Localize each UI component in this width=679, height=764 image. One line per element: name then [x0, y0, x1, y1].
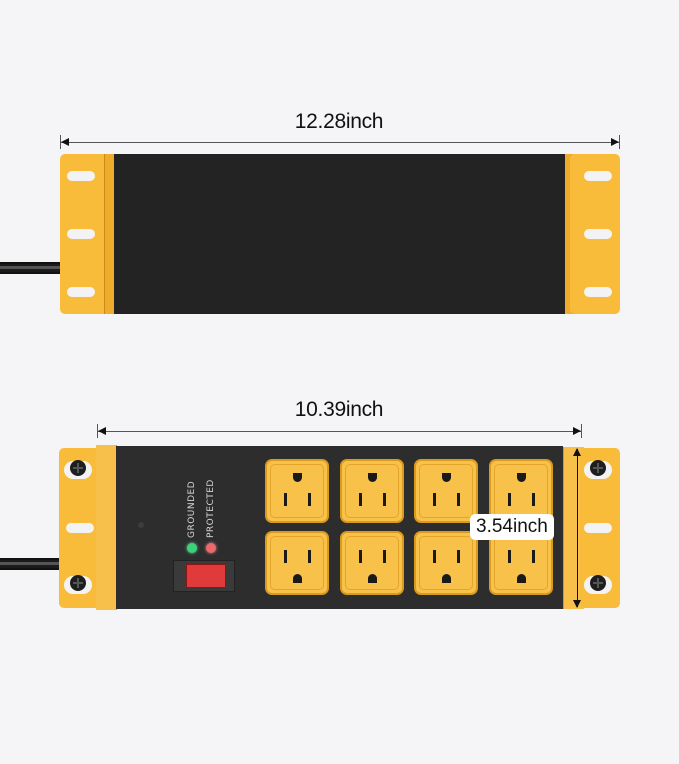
arrow-up-icon	[573, 448, 581, 456]
grounded-led-icon	[187, 543, 197, 553]
mounting-bracket-right	[580, 448, 620, 608]
screw-icon	[64, 460, 92, 479]
strip-top-surface	[114, 154, 565, 314]
outlet-5	[265, 531, 329, 595]
outlet-1	[265, 459, 329, 523]
mounting-slot	[66, 523, 94, 533]
mounting-slot	[584, 229, 612, 239]
arrow-left-icon	[61, 138, 69, 146]
bracket-flange-left	[96, 445, 117, 610]
top-length-label: 12.28inch	[294, 110, 384, 133]
sensor-dot	[138, 522, 144, 528]
protected-led-icon	[206, 543, 216, 553]
outlet-6	[340, 531, 404, 595]
mounting-bracket-left	[60, 154, 112, 314]
mounting-slot	[67, 287, 95, 297]
screw-icon	[64, 575, 92, 594]
mounting-slot	[67, 171, 95, 181]
switch-rocker[interactable]	[186, 564, 226, 588]
arrow-right-icon	[573, 427, 581, 435]
arrow-left-icon	[98, 427, 106, 435]
bracket-flange-left	[104, 154, 115, 314]
front-length-label: 10.39inch	[294, 398, 384, 421]
protected-label: PROTECTED	[206, 479, 216, 538]
arrow-right-icon	[611, 138, 619, 146]
bracket-flange-right	[563, 447, 584, 609]
mounting-slot	[584, 523, 612, 533]
mounting-bracket-right	[570, 154, 620, 314]
power-switch[interactable]	[173, 560, 235, 592]
mounting-slot	[67, 229, 95, 239]
outlet-4	[489, 459, 553, 523]
screw-icon	[584, 575, 612, 594]
outlet-3	[414, 459, 478, 523]
height-dim-line	[577, 449, 578, 607]
top-dim-line	[60, 142, 620, 143]
height-label: 3.54inch	[470, 514, 554, 540]
outlet-7	[414, 531, 478, 595]
screw-icon	[584, 460, 612, 479]
outlet-8	[489, 531, 553, 595]
arrow-down-icon	[573, 600, 581, 608]
mounting-slot	[584, 287, 612, 297]
front-dim-line	[97, 431, 582, 432]
mounting-slot	[584, 171, 612, 181]
grounded-label: GROUNDED	[187, 480, 197, 538]
power-cord	[0, 262, 62, 274]
outlet-2	[340, 459, 404, 523]
